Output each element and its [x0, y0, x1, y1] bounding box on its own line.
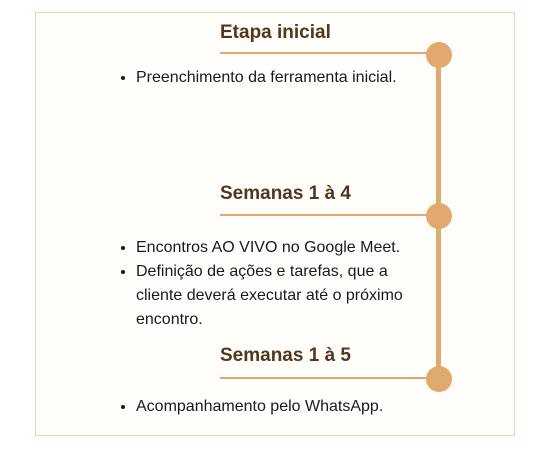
- list-item: Preenchimento da ferramenta inicial.: [136, 66, 436, 90]
- timeline-node-1: [426, 42, 452, 68]
- section-1-list: Preenchimento da ferramenta inicial.: [108, 66, 436, 90]
- section-3-underline: [220, 377, 430, 379]
- list-item: Acompanhamento pelo WhatsApp.: [136, 395, 436, 419]
- list-item: Encontros AO VIVO no Google Meet.: [136, 236, 426, 260]
- section-1-title: Etapa inicial: [220, 22, 331, 43]
- timeline-node-2: [426, 203, 452, 229]
- section-2-list: Encontros AO VIVO no Google Meet. Defini…: [108, 236, 426, 332]
- section-2-underline: [220, 214, 430, 216]
- section-1-underline: [220, 52, 430, 54]
- list-item: Definição de ações e tarefas, que a clie…: [136, 260, 426, 332]
- section-3-list: Acompanhamento pelo WhatsApp.: [108, 395, 436, 419]
- section-2-title: Semanas 1 à 4: [220, 183, 351, 204]
- timeline-node-3: [426, 366, 452, 392]
- section-3-title: Semanas 1 à 5: [220, 345, 351, 366]
